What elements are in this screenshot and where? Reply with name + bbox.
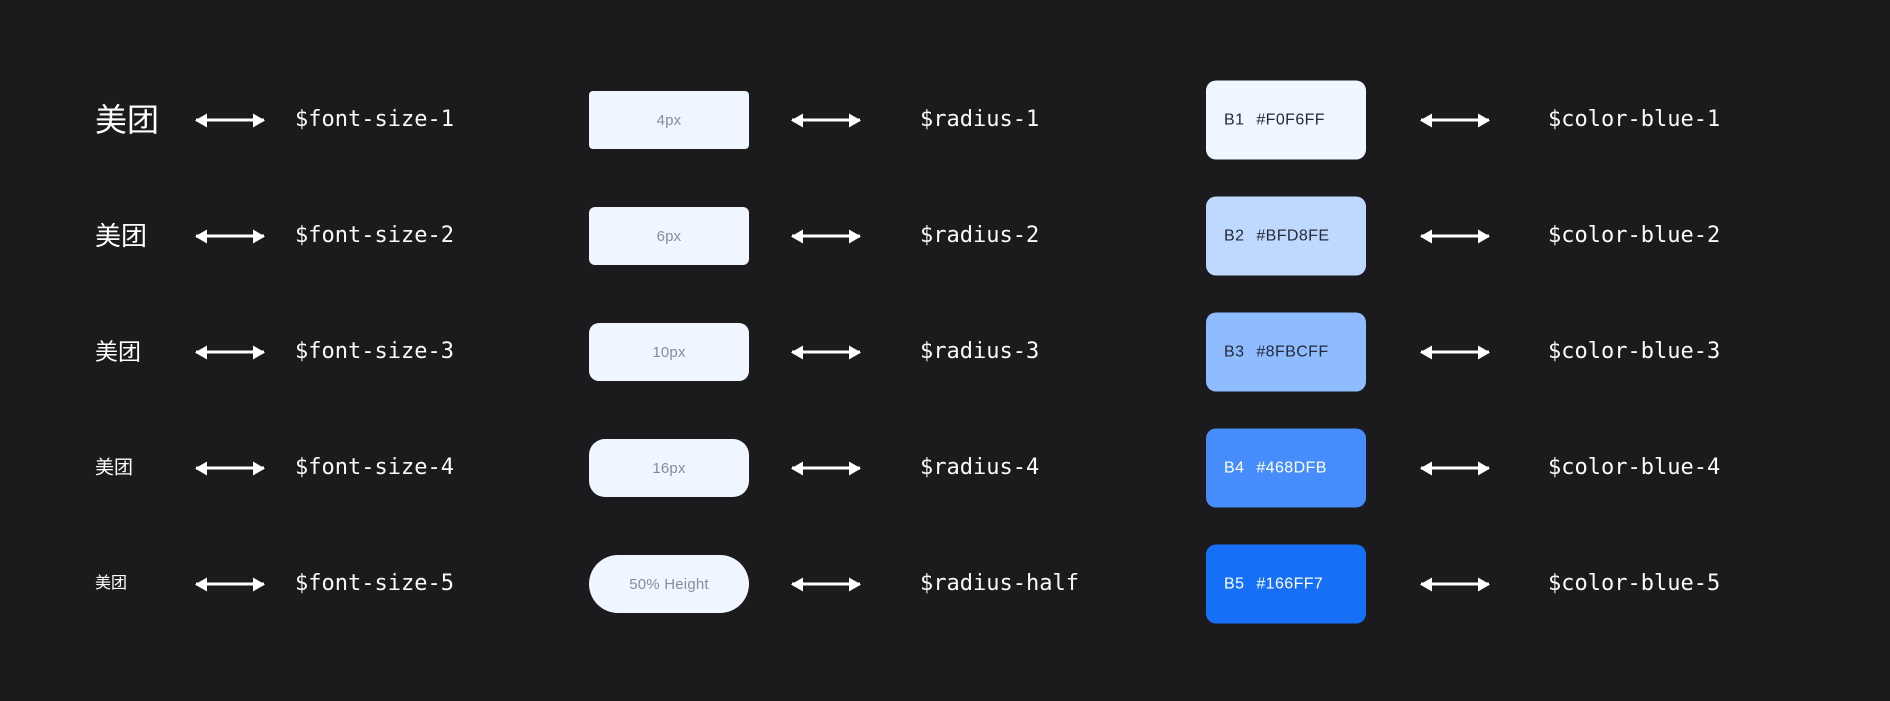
radius-token-label: $radius-4 bbox=[920, 455, 1040, 480]
color-swatch: B1 #F0F6FF bbox=[1206, 80, 1366, 160]
token-row-2: 美团 $font-size-2 6px $radius-2 B2 #BFD8FE… bbox=[0, 178, 1890, 294]
swatch-code-label: B3 bbox=[1224, 343, 1245, 360]
color-token-label: $color-blue-3 bbox=[1548, 339, 1721, 364]
radius-value-label: 6px bbox=[656, 227, 682, 245]
brand-text-sample: 美团 bbox=[95, 575, 128, 592]
double-arrow-icon bbox=[792, 234, 860, 238]
double-arrow-icon bbox=[196, 582, 264, 586]
radius-sample-pill: 50% Height bbox=[589, 555, 749, 613]
font-size-token-label: $font-size-5 bbox=[295, 571, 454, 596]
radius-token-label: $radius-1 bbox=[920, 107, 1040, 132]
double-arrow-icon bbox=[196, 118, 264, 122]
double-arrow-icon bbox=[196, 350, 264, 354]
brand-text-sample: 美团 bbox=[95, 102, 160, 138]
double-arrow-icon bbox=[1421, 234, 1489, 238]
token-row-4: 美团 $font-size-4 16px $radius-4 B4 #468DF… bbox=[0, 410, 1890, 526]
color-token-label: $color-blue-1 bbox=[1548, 107, 1721, 132]
color-swatch: B5 #166FF7 bbox=[1206, 544, 1366, 624]
double-arrow-icon bbox=[1421, 582, 1489, 586]
swatch-code-label: B2 bbox=[1224, 227, 1245, 244]
token-row-5: 美团 $font-size-5 50% Height $radius-half … bbox=[0, 526, 1890, 642]
radius-token-label: $radius-half bbox=[920, 571, 1079, 596]
swatch-hex-label: #F0F6FF bbox=[1256, 111, 1325, 128]
double-arrow-icon bbox=[1421, 118, 1489, 122]
radius-value-label: 10px bbox=[652, 343, 686, 361]
radius-sample-box: 16px bbox=[589, 439, 749, 497]
radius-value-label: 50% Height bbox=[629, 575, 709, 593]
color-token-label: $color-blue-4 bbox=[1548, 455, 1721, 480]
swatch-hex-label: #8FBCFF bbox=[1256, 343, 1329, 360]
brand-text-sample: 美团 bbox=[95, 221, 148, 251]
font-size-token-label: $font-size-1 bbox=[295, 107, 454, 132]
double-arrow-icon bbox=[792, 118, 860, 122]
double-arrow-icon bbox=[792, 466, 860, 470]
swatch-hex-label: #BFD8FE bbox=[1256, 227, 1330, 244]
color-swatch: B4 #468DFB bbox=[1206, 428, 1366, 508]
color-swatch: B3 #8FBCFF bbox=[1206, 312, 1366, 392]
font-size-token-label: $font-size-4 bbox=[295, 455, 454, 480]
double-arrow-icon bbox=[792, 582, 860, 586]
color-token-label: $color-blue-2 bbox=[1548, 223, 1721, 248]
token-row-1: 美团 $font-size-1 4px $radius-1 B1 #F0F6FF… bbox=[0, 62, 1890, 178]
color-token-label: $color-blue-5 bbox=[1548, 571, 1721, 596]
double-arrow-icon bbox=[792, 350, 860, 354]
swatch-code-label: B5 bbox=[1224, 575, 1245, 592]
double-arrow-icon bbox=[1421, 350, 1489, 354]
radius-sample-box: 6px bbox=[589, 207, 749, 265]
font-size-token-label: $font-size-2 bbox=[295, 223, 454, 248]
token-rows: 美团 $font-size-1 4px $radius-1 B1 #F0F6FF… bbox=[0, 62, 1890, 642]
swatch-code-label: B1 bbox=[1224, 111, 1245, 128]
radius-token-label: $radius-2 bbox=[920, 223, 1040, 248]
double-arrow-icon bbox=[196, 234, 264, 238]
swatch-hex-label: #166FF7 bbox=[1256, 575, 1324, 592]
radius-sample-box: 10px bbox=[589, 323, 749, 381]
radius-value-label: 4px bbox=[656, 111, 682, 129]
radius-sample-box: 4px bbox=[589, 91, 749, 149]
token-row-3: 美团 $font-size-3 10px $radius-3 B3 #8FBCF… bbox=[0, 294, 1890, 410]
swatch-code-label: B4 bbox=[1224, 459, 1245, 476]
font-size-token-label: $font-size-3 bbox=[295, 339, 454, 364]
brand-text-sample: 美团 bbox=[95, 338, 141, 365]
radius-token-label: $radius-3 bbox=[920, 339, 1040, 364]
double-arrow-icon bbox=[1421, 466, 1489, 470]
brand-text-sample: 美团 bbox=[95, 457, 134, 479]
radius-value-label: 16px bbox=[652, 459, 686, 477]
double-arrow-icon bbox=[196, 466, 264, 470]
color-swatch: B2 #BFD8FE bbox=[1206, 196, 1366, 276]
swatch-hex-label: #468DFB bbox=[1256, 459, 1327, 476]
